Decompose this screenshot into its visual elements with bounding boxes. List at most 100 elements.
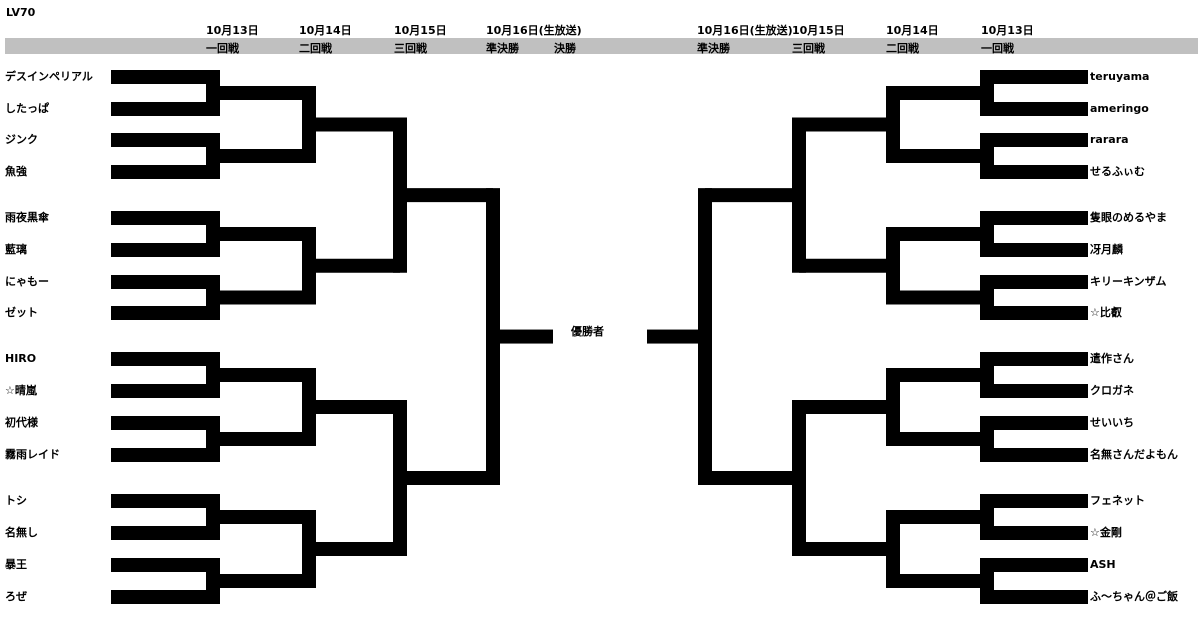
left-player-name: ろぜ	[5, 590, 27, 603]
left-player-name: 霧雨レイド	[5, 448, 60, 461]
bracket-entry-line	[111, 165, 213, 179]
date-right-r2: 10月14日	[886, 24, 939, 37]
left-player-name: 藍璃	[5, 243, 27, 256]
right-player-name: rarara	[1090, 133, 1129, 146]
right-player-name: ☆金剛	[1090, 526, 1122, 539]
bracket-entry-line	[111, 211, 213, 225]
bracket-entry-line	[987, 384, 1088, 398]
round-final: 決勝	[554, 42, 576, 55]
round-left-2: 二回戦	[299, 42, 332, 55]
right-player-name: 隻眼のめるやま	[1090, 211, 1167, 224]
date-right-r3: 10月15日	[792, 24, 845, 37]
bracket-entry-line	[987, 352, 1088, 366]
bracket-advance-line	[893, 227, 987, 241]
round-right-semifinal: 準決勝	[697, 42, 730, 55]
bracket-advance-line	[213, 368, 309, 382]
right-player-name: ☆比叡	[1090, 306, 1122, 319]
left-player-name: デスインペリアル	[5, 70, 93, 83]
left-player-name: 名無し	[5, 526, 38, 539]
bracket-advance-line	[493, 329, 553, 344]
left-player-name: 魚強	[5, 165, 27, 178]
right-player-name: teruyama	[1090, 70, 1150, 83]
bracket-advance-line	[893, 510, 987, 524]
bracket-advance-line	[799, 258, 893, 273]
round-header-band	[5, 38, 1198, 54]
bracket-entry-line	[111, 275, 213, 289]
bracket-entry-line	[111, 306, 213, 320]
right-player-name: ふ～ちゃん＠ご飯	[1090, 590, 1178, 603]
bracket-entry-line	[111, 70, 213, 84]
bracket-advance-line	[213, 227, 309, 241]
date-left-r2: 10月14日	[299, 24, 352, 37]
bracket-advance-line	[893, 368, 987, 382]
left-player-name: ☆晴嵐	[5, 384, 37, 397]
right-player-name: フェネット	[1090, 494, 1145, 507]
right-player-name: ASH	[1090, 558, 1116, 571]
bracket-advance-line	[400, 471, 493, 485]
bracket-entry-line	[111, 384, 213, 398]
round-left-1: 一回戦	[206, 42, 239, 55]
right-player-name: 冴月麟	[1090, 243, 1123, 256]
right-player-name: 遣作さん	[1090, 352, 1134, 365]
round-right-3: 三回戦	[792, 42, 825, 55]
bracket-entry-line	[111, 243, 213, 257]
left-player-name: トシ	[5, 494, 27, 507]
left-player-name: したっぱ	[5, 102, 49, 115]
bracket-advance-line	[309, 258, 400, 273]
bracket-entry-line	[987, 211, 1088, 225]
left-player-name: ジンク	[5, 133, 38, 146]
left-player-name: 暴王	[5, 558, 27, 571]
bracket-entry-line	[987, 165, 1088, 179]
left-player-name: 初代様	[5, 416, 38, 429]
right-player-name: せるふぃむ	[1090, 165, 1145, 178]
bracket-advance-line	[893, 574, 987, 588]
bracket-advance-line	[893, 290, 987, 305]
left-player-name: にゃもー	[5, 275, 49, 288]
bracket-entry-line	[111, 352, 213, 366]
bracket-entry-line	[987, 102, 1088, 116]
bracket-entry-line	[987, 494, 1088, 508]
bracket-advance-line	[647, 329, 705, 344]
page-title: LV70	[6, 6, 36, 19]
winner-label: 優勝者	[571, 325, 604, 338]
bracket-entry-line	[987, 306, 1088, 320]
bracket-entry-line	[111, 590, 213, 604]
bracket-entry-line	[987, 526, 1088, 540]
bracket-advance-line	[893, 432, 987, 446]
round-right-1: 一回戦	[981, 42, 1014, 55]
date-left-r3: 10月15日	[394, 24, 447, 37]
bracket-advance-line	[213, 432, 309, 446]
right-player-name: クロガネ	[1090, 384, 1134, 397]
bracket-advance-line	[799, 542, 893, 556]
bracket-entry-line	[111, 133, 213, 147]
bracket-entry-line	[987, 70, 1088, 84]
bracket-advance-line	[213, 574, 309, 588]
bracket-entry-line	[111, 102, 213, 116]
bracket-advance-line	[309, 117, 400, 132]
bracket-entry-line	[987, 416, 1088, 430]
bracket-advance-line	[309, 400, 400, 414]
right-player-name: 名無さんだよもん	[1090, 448, 1178, 461]
bracket-entry-line	[987, 558, 1088, 572]
date-right-r1: 10月13日	[981, 24, 1034, 37]
bracket-advance-line	[893, 86, 987, 100]
bracket-advance-line	[799, 117, 893, 132]
bracket-advance-line	[400, 188, 493, 203]
bracket-advance-line	[213, 86, 309, 100]
bracket-advance-line	[893, 149, 987, 163]
bracket-entry-line	[111, 558, 213, 572]
left-player-name: ゼット	[5, 306, 38, 319]
bracket-advance-line	[705, 471, 799, 485]
bracket-entry-line	[111, 416, 213, 430]
date-left-r1: 10月13日	[206, 24, 259, 37]
right-player-name: せいいち	[1090, 416, 1134, 429]
bracket-advance-line	[213, 149, 309, 163]
bracket-advance-line	[213, 290, 309, 305]
right-player-name: キリーキンザム	[1090, 275, 1167, 288]
bracket-advance-line	[705, 188, 799, 203]
bracket-entry-line	[987, 448, 1088, 462]
date-left-r4: 10月16日(生放送)	[486, 24, 582, 37]
left-player-name: 雨夜黒傘	[5, 211, 49, 224]
round-right-2: 二回戦	[886, 42, 919, 55]
